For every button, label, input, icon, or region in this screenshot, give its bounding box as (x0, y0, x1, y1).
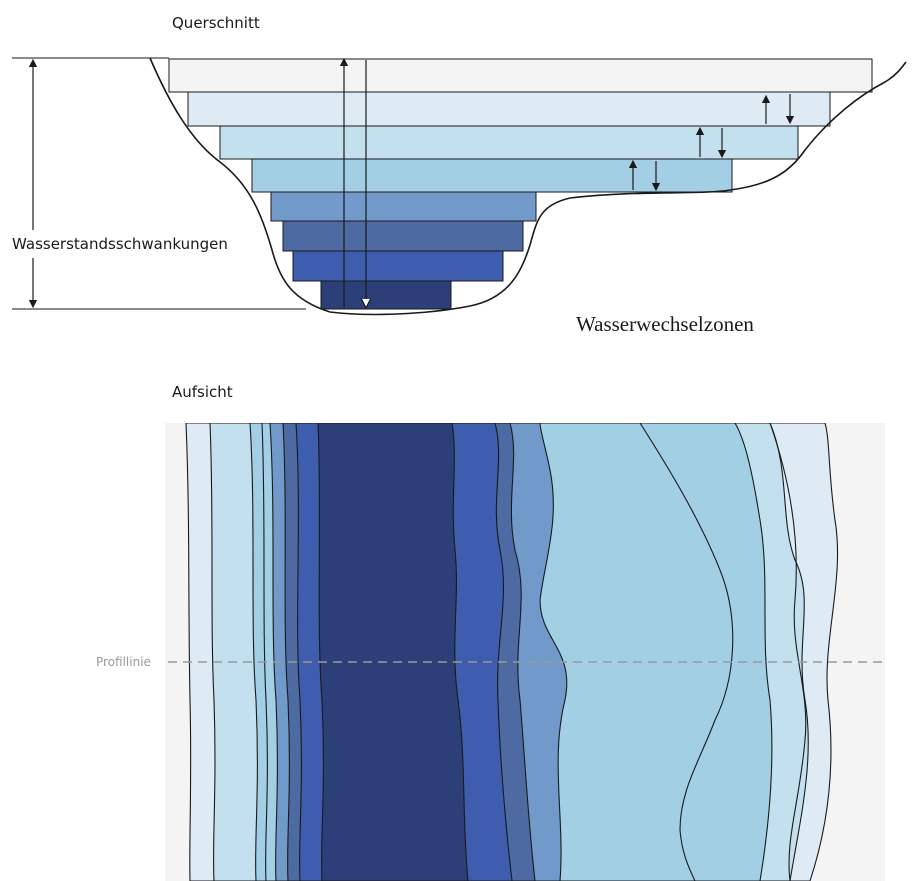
level-bar-1 (168, 58, 873, 93)
plan-contour-b (769, 423, 807, 881)
plan-zone-8 (317, 423, 469, 881)
terrain-profile (149, 57, 907, 316)
level-bar-8 (320, 280, 452, 310)
plan-contour-a (261, 423, 268, 881)
level-bar-4 (251, 158, 733, 193)
cross-section-title: Querschnitt (172, 14, 260, 32)
level-bar-3 (219, 125, 799, 160)
level-bar-2 (187, 91, 831, 127)
profile-line-label: Profillinie (96, 655, 151, 669)
water-level-fluctuation-label: Wasserstandsschwankungen (12, 235, 228, 253)
plan-zone-4-boundary (639, 423, 734, 881)
small-arrows (628, 94, 795, 192)
cross-section-levels (168, 58, 873, 310)
level-bar-5 (270, 191, 537, 222)
alternating-water-zones-label: Wasserwechselzonen (576, 312, 754, 336)
level-bar-6 (282, 220, 524, 252)
level-bar-7 (292, 250, 504, 282)
plan-view-title: Aufsicht (172, 383, 233, 401)
plan-view (165, 423, 885, 881)
